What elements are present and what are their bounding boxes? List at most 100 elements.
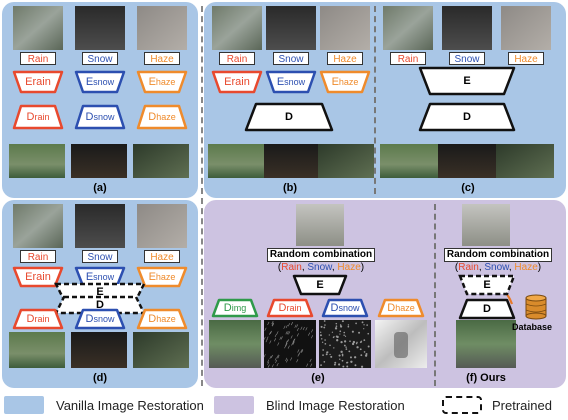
rain-streak	[308, 332, 311, 336]
rain-streak	[277, 342, 280, 346]
snow-dot	[329, 344, 331, 347]
clean-output-a3	[133, 144, 189, 178]
snow-dot	[341, 320, 344, 323]
snow-dot	[342, 355, 344, 357]
rain-streak	[297, 349, 300, 353]
snow-dot	[348, 350, 351, 353]
clean-output-c2	[438, 144, 496, 178]
decoder-rain-a-sub: rain	[34, 112, 50, 122]
label-haze-d: Haze	[144, 250, 180, 263]
snow-dot	[324, 324, 326, 326]
snow-dot	[356, 341, 358, 344]
decoder-rain-a-d: D	[26, 111, 35, 123]
haze-input-d	[137, 204, 187, 248]
snow-dot	[352, 340, 356, 344]
rain-map-e	[264, 320, 316, 368]
snow-dot	[339, 324, 342, 326]
snow-dot	[341, 353, 344, 356]
encoder-rain-a: Erain	[12, 70, 64, 94]
rain-streak	[285, 342, 288, 346]
encoder-shared-e: E	[292, 274, 348, 296]
snow-dot	[345, 346, 347, 348]
snow-dot	[353, 356, 357, 359]
rain-streak	[290, 335, 293, 339]
label-rain-b: Rain	[219, 52, 255, 65]
rain-input-c	[383, 6, 433, 50]
decoder-snow-e-d: D	[330, 302, 339, 314]
snow-dot	[321, 338, 323, 340]
rain-streak	[276, 354, 279, 358]
snow-input-c	[442, 6, 492, 50]
snow-dot	[365, 352, 368, 355]
haze-input-a	[137, 6, 187, 50]
rain-streak	[285, 340, 288, 344]
rain-streak	[274, 333, 277, 338]
snow-dot	[359, 341, 362, 344]
snow-dot	[351, 330, 354, 333]
legend-blind-swatch	[214, 396, 254, 414]
decoder-haze-a-sub: haze	[156, 112, 176, 122]
rain-streak	[306, 363, 309, 367]
rain-streak	[301, 349, 304, 353]
label-snow-b: Snow	[273, 52, 309, 65]
rain-streak	[294, 324, 297, 328]
rain-streak	[285, 357, 288, 362]
snow-dot	[359, 348, 362, 351]
snow-dot	[363, 328, 365, 330]
snow-input-a	[75, 6, 125, 50]
snow-dot	[343, 344, 346, 347]
encoder-shared-d-label: E	[96, 286, 104, 298]
decoder-haze-d-sub: haze	[156, 314, 176, 324]
haze-input-c	[501, 6, 551, 50]
clean-output-c3	[496, 144, 554, 178]
snow-dot	[320, 325, 323, 328]
combo-input-e	[296, 204, 344, 246]
rain-streak	[290, 321, 293, 326]
rain-streak	[296, 359, 299, 363]
snow-dot	[347, 324, 350, 326]
clean-output-a1	[9, 144, 65, 178]
rain-streak	[287, 345, 290, 349]
haze-input-b	[320, 6, 370, 50]
rain-streak	[271, 320, 274, 325]
rain-streak	[287, 339, 290, 343]
decoder-rain-e-d: D	[278, 302, 287, 314]
rain-streak	[267, 361, 270, 365]
snow-dot	[360, 354, 363, 357]
snow-dot	[363, 339, 366, 342]
rc-sep1-f: ,	[478, 262, 485, 273]
rain-input-b	[212, 6, 262, 50]
snow-dot	[325, 353, 328, 356]
caption-f: (f) Ours	[466, 372, 506, 384]
decoder-haze-a-d: D	[148, 111, 157, 123]
rc-snow-f: Snow	[484, 262, 509, 273]
clean-output-f	[456, 320, 516, 368]
divider-ef	[434, 204, 436, 386]
encoder-haze-a-e: E	[148, 76, 156, 88]
snow-dot	[347, 361, 349, 364]
decoder-shared-f: D	[458, 298, 516, 320]
snow-dot	[347, 325, 350, 328]
snow-dot	[339, 333, 341, 335]
encoder-shared-e-label: E	[316, 279, 324, 291]
decoder-shared-c-label: D	[463, 111, 471, 123]
rain-streak	[288, 331, 291, 335]
decoder-snow-e-sub: snow	[338, 303, 360, 313]
snow-dot	[355, 342, 358, 345]
snow-dot	[333, 347, 335, 349]
decoder-haze-e-d: D	[387, 302, 396, 314]
encoder-shared-c-label: E	[463, 75, 471, 87]
rain-streaks	[263, 320, 314, 368]
decoder-rain-d-d: D	[26, 313, 35, 325]
rain-streak	[296, 333, 299, 337]
decoder-haze-d-d: D	[148, 313, 157, 325]
panel-f	[456, 204, 516, 368]
snow-dot	[323, 326, 325, 329]
snow-dot	[339, 325, 343, 328]
rc-haze-e: Haze	[337, 262, 361, 273]
snow-dot	[339, 358, 341, 360]
rain-streak	[275, 359, 278, 364]
